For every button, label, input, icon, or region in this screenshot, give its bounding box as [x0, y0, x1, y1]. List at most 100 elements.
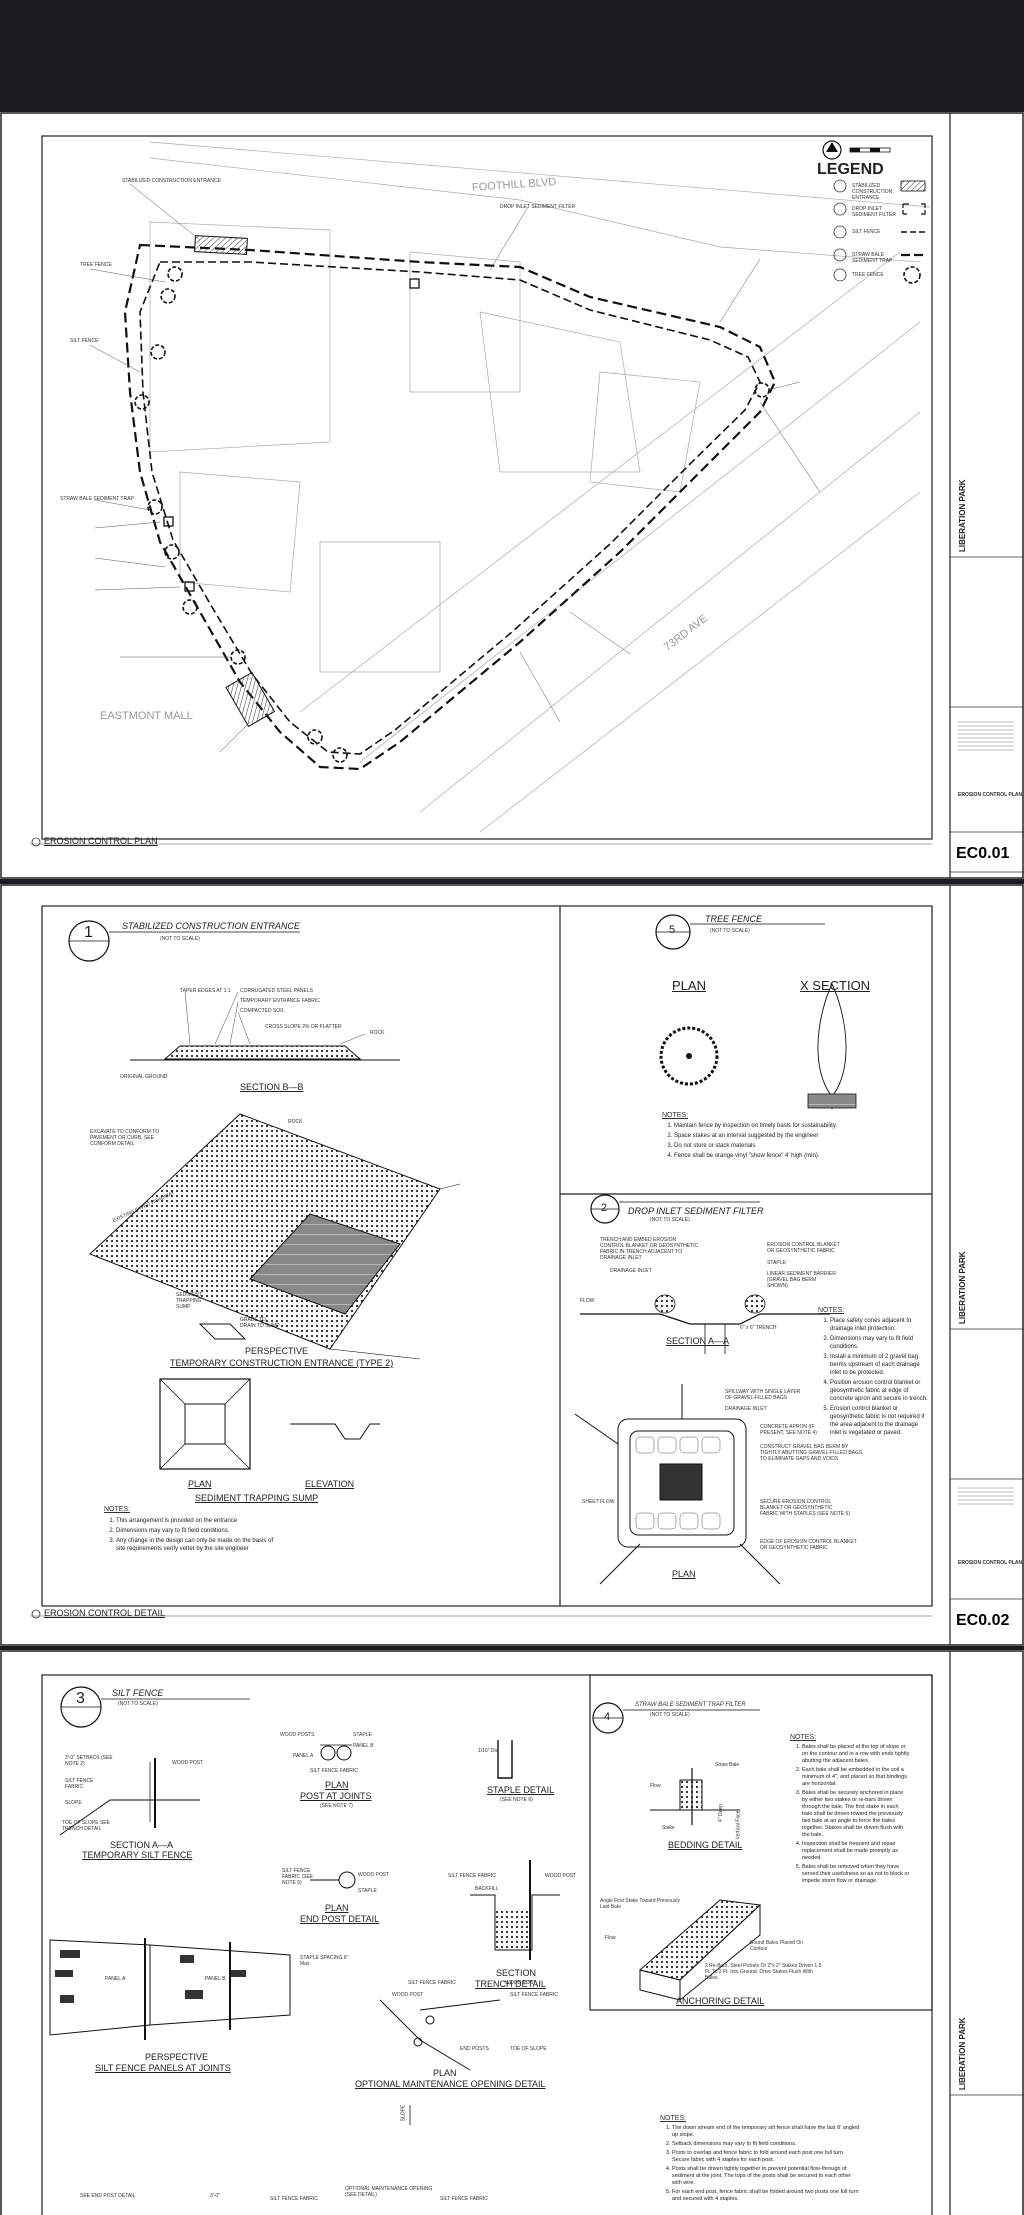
mall-label: EASTMONT MALL: [100, 710, 193, 722]
bb-label-soil: COMPACTED SOIL: [240, 1008, 285, 1014]
sheet3-drawing: [0, 1650, 1024, 2215]
bd-label-deep: 4" Deep: [717, 1804, 724, 1822]
pj-label-fabric: SILT FENCE FABRIC: [310, 1768, 358, 1774]
sa-subtitle: TEMPORARY SILT FENCE: [82, 1850, 193, 1860]
note5-4: Fence shall be orange vinyl "show fence"…: [674, 1152, 852, 1160]
detail1-number: 1: [84, 924, 93, 941]
an-label-angle: Angle First Stake Toward Previously Laid…: [600, 1898, 680, 1910]
sheet-ec002: 1 STABILIZED CONSTRUCTION ENTRANCE (NOT …: [0, 884, 1024, 1646]
bottom-label-opening: OPTIONAL MAINTENANCE OPENING (SEE DETAIL…: [345, 2186, 433, 2198]
bd-label-flow: Flow: [650, 1783, 661, 1789]
ep-label-fabric: SILT FENCE FABRIC (SEE NOTE 5): [282, 1868, 314, 1886]
tr-label-fabric: SILT FENCE FABRIC: [448, 1873, 496, 1879]
pj-label-panel-b: PANEL B: [353, 1743, 374, 1749]
persp3-subtitle: SILT FENCE PANELS AT JOINTS: [95, 2063, 231, 2073]
note4-2: Each bale shall be embedded in the soil …: [802, 1767, 910, 1788]
di-callout-apron: CONCRETE APRON (IF PRESENT, SEE NOTE 4): [760, 1424, 817, 1436]
callout-drop-inlet: DROP INLET SEDIMENT FILTER: [500, 204, 576, 210]
note4-5: Bales shall be removed when they have se…: [802, 1864, 910, 1885]
staple-dim: 1/16" Dia: [478, 1748, 499, 1754]
sump-elevation-label: ELEVATION: [305, 1479, 355, 1489]
an-label-bound: Bound Bales Placed On Contour: [750, 1940, 804, 1952]
detail4-title: STRAW BALE SEDIMENT TRAP FILTER: [635, 1702, 746, 1708]
pj-label-posts: WOOD POSTS: [280, 1732, 315, 1738]
sa-title: SECTION A—A: [110, 1840, 174, 1850]
note3-2: Setback dimensions may vary to fit field…: [672, 2141, 860, 2148]
bottom-label-fabric2: SILT FENCE FABRIC: [440, 2196, 488, 2202]
persp-title: TEMPORARY CONSTRUCTION ENTRANCE (TYPE 2): [170, 1358, 394, 1368]
tr-label-post: WOOD POST: [545, 1873, 577, 1879]
note1-1: This arrangement is provided on the entr…: [116, 1517, 274, 1525]
note4-3: Bales shall be securely anchored in plac…: [802, 1790, 910, 1839]
di-callout-blanket: EROSION CONTROL BLANKET OR GEOSYNTHETIC …: [767, 1242, 840, 1254]
notes1-list: This arrangement is provided on the entr…: [104, 1517, 274, 1555]
tr-title: SECTION: [496, 1968, 537, 1978]
bedding-title: BEDDING DETAIL: [668, 1840, 743, 1850]
detail2-number: 2: [601, 1202, 608, 1214]
anchoring-title: ANCHORING DETAIL: [676, 1996, 765, 2006]
detail2-title: DROP INLET SEDIMENT FILTER: [628, 1206, 764, 1216]
notes4-list: Bales shall be placed at the top of slop…: [790, 1744, 910, 1887]
detail4-nts: (NOT TO SCALE): [650, 1712, 690, 1718]
sheet-ec001: LEGEND STABILIZED CONSTRUCTION ENTRANCE …: [0, 112, 1024, 879]
sump-plan-label: PLAN: [188, 1479, 212, 1489]
callout-entrance: STABILIZED CONSTRUCTION ENTRANCE: [122, 178, 221, 184]
detail5-nts: (NOT TO SCALE): [710, 928, 750, 934]
staple-note: (SEE NOTE 6): [500, 1797, 533, 1803]
callout-silt-fence: SILT FENCE: [70, 338, 99, 344]
detail3-nts: (NOT TO SCALE): [118, 1701, 158, 1707]
detail5-title: TREE FENCE: [705, 914, 763, 924]
di-callout-edge: EDGE OF EROSION CONTROL BLANKET OR GEOSY…: [760, 1539, 857, 1551]
persp-staple-spacing: STAPLE SPACING 6" Max: [300, 1955, 349, 1967]
sa-label-setback: 3'-0" SETBACK (SEE NOTE 2): [65, 1755, 113, 1767]
detail1-nts: (NOT TO SCALE): [160, 936, 200, 942]
persp-callout-rock: ROCK: [288, 1119, 303, 1125]
di-callout-barrier: LINEAR SEDIMENT BARRIER (GRAVEL BAG BERM…: [767, 1271, 836, 1289]
top-dark-bar: [0, 0, 1024, 112]
sump-title: SEDIMENT TRAPPING SUMP: [195, 1493, 319, 1503]
di-callout-staple: STAPLE: [767, 1260, 786, 1266]
note5-3: Do not store or stack materials: [674, 1142, 852, 1150]
persp-callout-grade: GRADE TO DRAIN TO SUMP: [240, 1317, 280, 1329]
persp-label: PERSPECTIVE: [245, 1346, 309, 1356]
legend-item-silt-fence: SILT FENCE: [852, 229, 881, 235]
sa-label-slope: SLOPE: [65, 1800, 82, 1806]
persp-panel-a: PANEL A: [105, 1976, 126, 1982]
note3-5: For each end post, fence fabric shall be…: [672, 2189, 860, 2203]
sa-label-toe: TOE OF SLOPE SEE TRENCH DETAIL: [62, 1820, 110, 1832]
callout-tree-fence: TREE FENCE: [80, 262, 112, 268]
bd-label-vertical: Vertical Face: [735, 1810, 742, 1840]
tf-xsection-label: X SECTION: [800, 978, 871, 993]
tf-plan-label: PLAN: [672, 978, 706, 993]
bb-label-taper: TAPER EDGES AT 1:1: [180, 988, 231, 994]
legend-item-entrance: STABILIZED CONSTRUCTION ENTRANCE: [852, 183, 893, 201]
sheet2-sheet-title: EROSION CONTROL PLAN: [958, 1560, 1023, 1566]
ep-label-staple: STAPLE: [358, 1888, 377, 1894]
note2-4: Position erosion control blanket or geos…: [830, 1379, 928, 1403]
note3-1: The down stream end of the temporary sil…: [672, 2125, 860, 2139]
notes1-title: NOTES:: [104, 1506, 131, 1513]
bb-label-corrugated: CORRUGATED STEEL PANELS: [240, 988, 313, 994]
mo-label-toe: TOE OF SLOPE: [510, 2046, 547, 2052]
mo-label-fabric: SILT FENCE FABRIC: [408, 1980, 456, 1986]
di-callout-inlet2: DRAINAGE INLET: [725, 1406, 767, 1412]
legend-title: LEGEND: [817, 161, 884, 178]
sheet1-title: EROSION CONTROL PLAN: [44, 836, 158, 846]
detail3-title: SILT FENCE: [112, 1688, 164, 1698]
ep-subtitle: END POST DETAIL: [300, 1914, 380, 1924]
section-aa-title: SECTION A—A: [666, 1336, 730, 1346]
ep-label-post: WOOD POST: [358, 1872, 390, 1878]
mo-label-end-posts: END POSTS: [460, 2046, 489, 2052]
sheet1-drawing: [0, 112, 1024, 879]
mo-subtitle: OPTIONAL MAINTENANCE OPENING DETAIL: [355, 2079, 546, 2089]
notes2-list: Place safety cones adjacent to drainage …: [818, 1317, 928, 1439]
sa-label-post: WOOD POST: [172, 1760, 204, 1766]
notes3-title: NOTES:: [660, 2115, 687, 2122]
persp-panel-b: PANEL B: [205, 1976, 226, 1982]
note2-1: Place safety cones adjacent to drainage …: [830, 1317, 928, 1333]
sheet1-number: EC0.01: [956, 845, 1010, 862]
mo-label-post: WOOD POST: [392, 1992, 424, 1998]
di-callout-berm: CONSTRUCT GRAVEL BAG BERM BY TIGHTLY ABU…: [760, 1444, 863, 1462]
staple-title: STAPLE DETAIL: [487, 1785, 555, 1795]
note3-3: Posts to overlap and fence fabric to fol…: [672, 2150, 860, 2164]
